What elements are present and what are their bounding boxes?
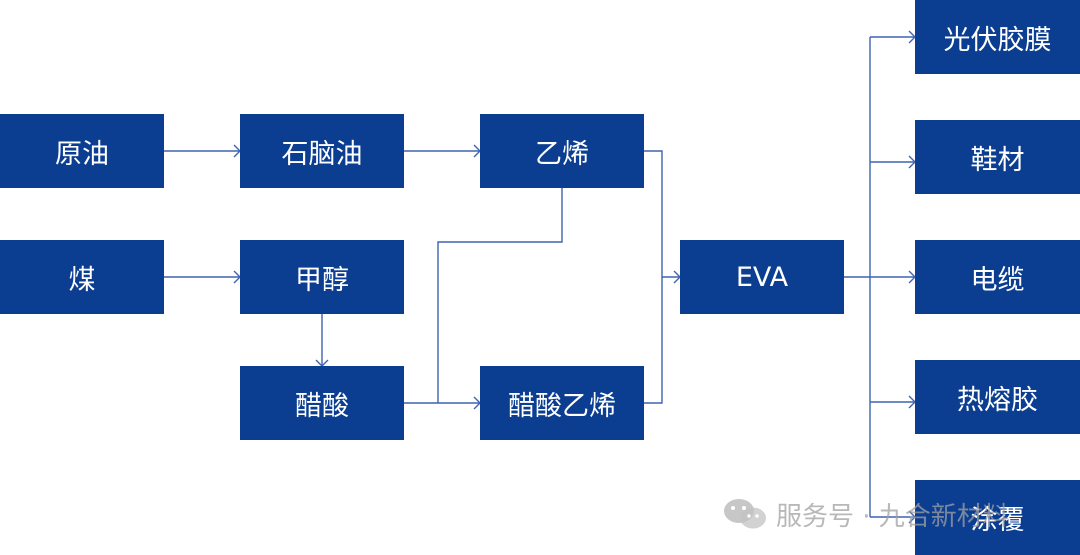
- node-pv-film: 光伏胶膜: [915, 0, 1080, 74]
- node-hot-melt: 热熔胶: [915, 360, 1080, 434]
- node-cable: 电缆: [915, 240, 1080, 314]
- wechat-icon: [724, 499, 766, 529]
- node-ethylene: 乙烯: [480, 114, 644, 188]
- node-shoe-material: 鞋材: [915, 120, 1080, 194]
- node-eva: EVA: [680, 240, 844, 314]
- edge-ethylene-to-vinyl-acetate: [437, 188, 563, 403]
- node-coal: 煤: [0, 240, 164, 314]
- watermark-text: 服务号 · 九合新材料: [776, 501, 1009, 532]
- node-coating: 涂覆: [915, 480, 1080, 555]
- node-naphtha: 石脑油: [240, 114, 404, 188]
- edge-ethylene-to-eva: [644, 150, 680, 278]
- node-acetic-acid: 醋酸: [240, 366, 404, 440]
- edge-eva-trunk: [844, 37, 871, 517]
- node-methanol: 甲醇: [240, 240, 404, 314]
- edge-vinyl-acetate-to-eva: [644, 277, 663, 404]
- node-crude-oil: 原油: [0, 114, 164, 188]
- node-vinyl-acetate: 醋酸乙烯: [480, 366, 644, 440]
- watermark: 服务号 · 九合新材料: [722, 494, 1009, 534]
